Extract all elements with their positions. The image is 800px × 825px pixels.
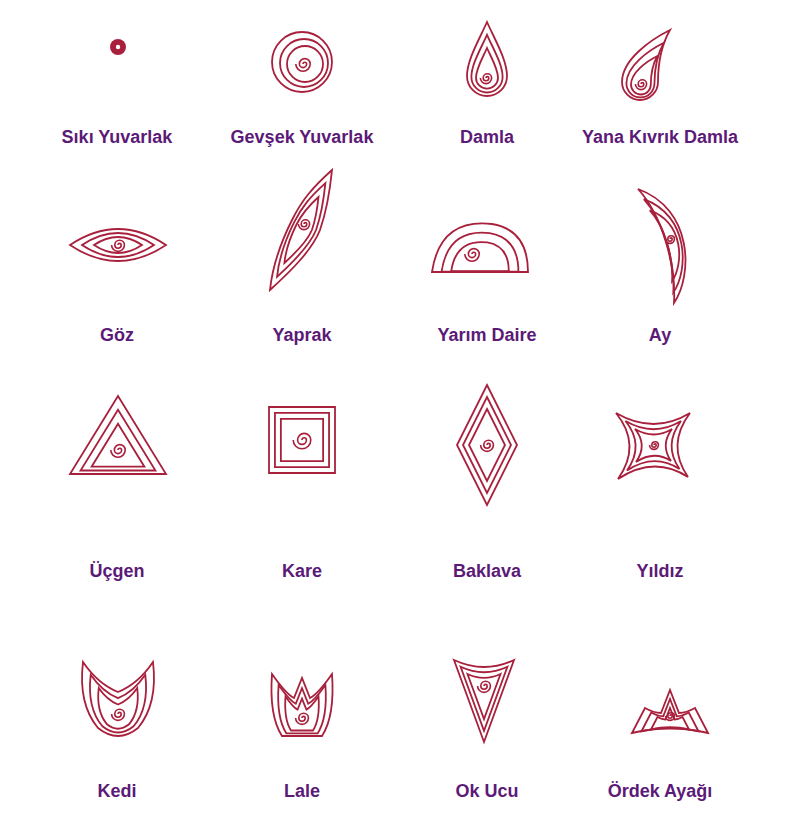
triangle-coil bbox=[70, 396, 166, 474]
loose-coil bbox=[272, 32, 332, 92]
shape-name: Ok Ucu bbox=[455, 781, 518, 803]
shape-name: Gevşek Yuvarlak bbox=[231, 127, 374, 149]
shape-name: Damla bbox=[460, 127, 514, 149]
teardrop-coil bbox=[467, 22, 507, 96]
bent-teardrop-coil bbox=[622, 30, 670, 100]
shape-name: Ördek Ayağı bbox=[608, 781, 713, 803]
tight-coil bbox=[110, 39, 126, 55]
crescent-coil bbox=[638, 189, 685, 303]
shape-name: Ay bbox=[649, 325, 671, 347]
shape-name: Yana Kıvrık Damla bbox=[582, 127, 738, 149]
eye-coil bbox=[70, 229, 166, 261]
duck-foot-coil bbox=[632, 690, 708, 733]
star-coil bbox=[616, 413, 690, 479]
shape-name: Lale bbox=[284, 781, 320, 803]
shape-name: Kare bbox=[282, 561, 322, 583]
shape-name: Göz bbox=[100, 325, 134, 347]
shape-name: Kedi bbox=[97, 781, 136, 803]
shape-name: Yaprak bbox=[272, 325, 331, 347]
arrowhead-coil bbox=[454, 660, 514, 742]
shape-name: Sıkı Yuvarlak bbox=[62, 127, 173, 149]
square-coil bbox=[269, 407, 335, 473]
cat-coil bbox=[82, 662, 154, 736]
diamond-coil bbox=[457, 385, 517, 505]
shape-name: Yarım Daire bbox=[437, 325, 536, 347]
half-circle-coil bbox=[432, 223, 528, 272]
tulip-coil bbox=[271, 674, 332, 736]
leaf-coil bbox=[270, 170, 332, 290]
shape-name: Yıldız bbox=[636, 561, 683, 583]
shape-name: Üçgen bbox=[89, 561, 144, 583]
shape-name: Baklava bbox=[453, 561, 521, 583]
